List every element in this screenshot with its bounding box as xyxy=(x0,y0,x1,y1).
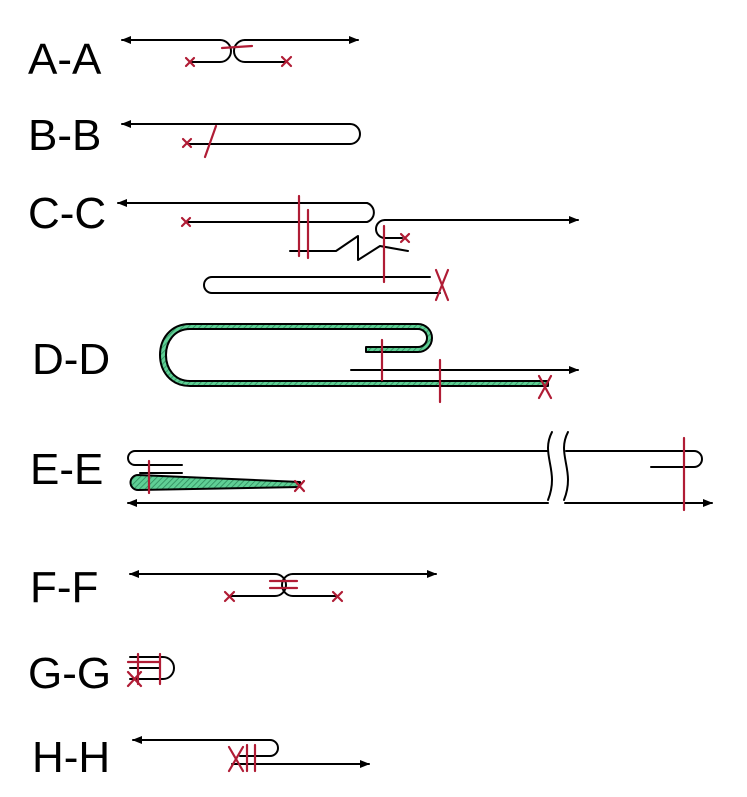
fabric-layer-2-fold xyxy=(375,219,403,239)
section-f: F-F xyxy=(30,563,437,612)
section-g: G-G xyxy=(28,649,175,698)
section-label-g: G-G xyxy=(28,649,111,698)
stitch-end-mark xyxy=(223,590,236,603)
stitch-end-mark xyxy=(280,55,293,68)
section-label-d: D-D xyxy=(32,335,110,384)
section-label-a: A-A xyxy=(28,35,102,84)
section-label-b: B-B xyxy=(28,111,101,160)
fabric-top-fold-right xyxy=(565,450,703,468)
stitch-line xyxy=(220,44,254,50)
fabric-top-fold-left xyxy=(127,450,549,466)
hem-fabric-green xyxy=(129,474,301,491)
stitch-end-mark xyxy=(293,479,306,493)
fabric-fold-right xyxy=(281,573,337,597)
stitch-end-mark xyxy=(227,745,245,773)
section-label-h: H-H xyxy=(32,733,110,782)
section-c: C-C xyxy=(28,189,579,302)
section-a: A-A xyxy=(28,35,359,84)
section-d: D-D xyxy=(32,323,579,404)
stitch-line xyxy=(203,124,218,159)
stitch-end-mark xyxy=(537,374,553,400)
stitch-end-mark xyxy=(184,56,196,68)
fabric-fold-left xyxy=(229,573,287,597)
fabric-fold-right xyxy=(233,39,288,63)
section-b: B-B xyxy=(28,111,361,160)
stitch-end-mark xyxy=(434,268,450,302)
stitch-end-mark xyxy=(126,670,143,688)
section-e: E-E xyxy=(30,431,713,512)
section-h: H-H xyxy=(32,733,370,782)
fabric-fold xyxy=(187,123,361,145)
fabric-fold-left xyxy=(189,39,232,63)
break-mark-left xyxy=(547,431,553,501)
fabric-fold xyxy=(129,656,175,680)
fabric-layer-1-fold xyxy=(185,202,375,223)
section-label-f: F-F xyxy=(30,563,98,612)
stitch-end-mark xyxy=(181,137,193,149)
stitch-end-mark xyxy=(180,216,192,228)
section-label-e: E-E xyxy=(30,445,103,494)
break-mark-right xyxy=(563,431,569,501)
stitch-end-mark xyxy=(331,590,344,603)
stitch-end-mark xyxy=(399,232,411,244)
fabric-layer-3 xyxy=(203,276,441,294)
section-label-c: C-C xyxy=(28,189,106,238)
binding-tape-fabric xyxy=(159,323,549,387)
fabric-fold xyxy=(239,739,279,757)
